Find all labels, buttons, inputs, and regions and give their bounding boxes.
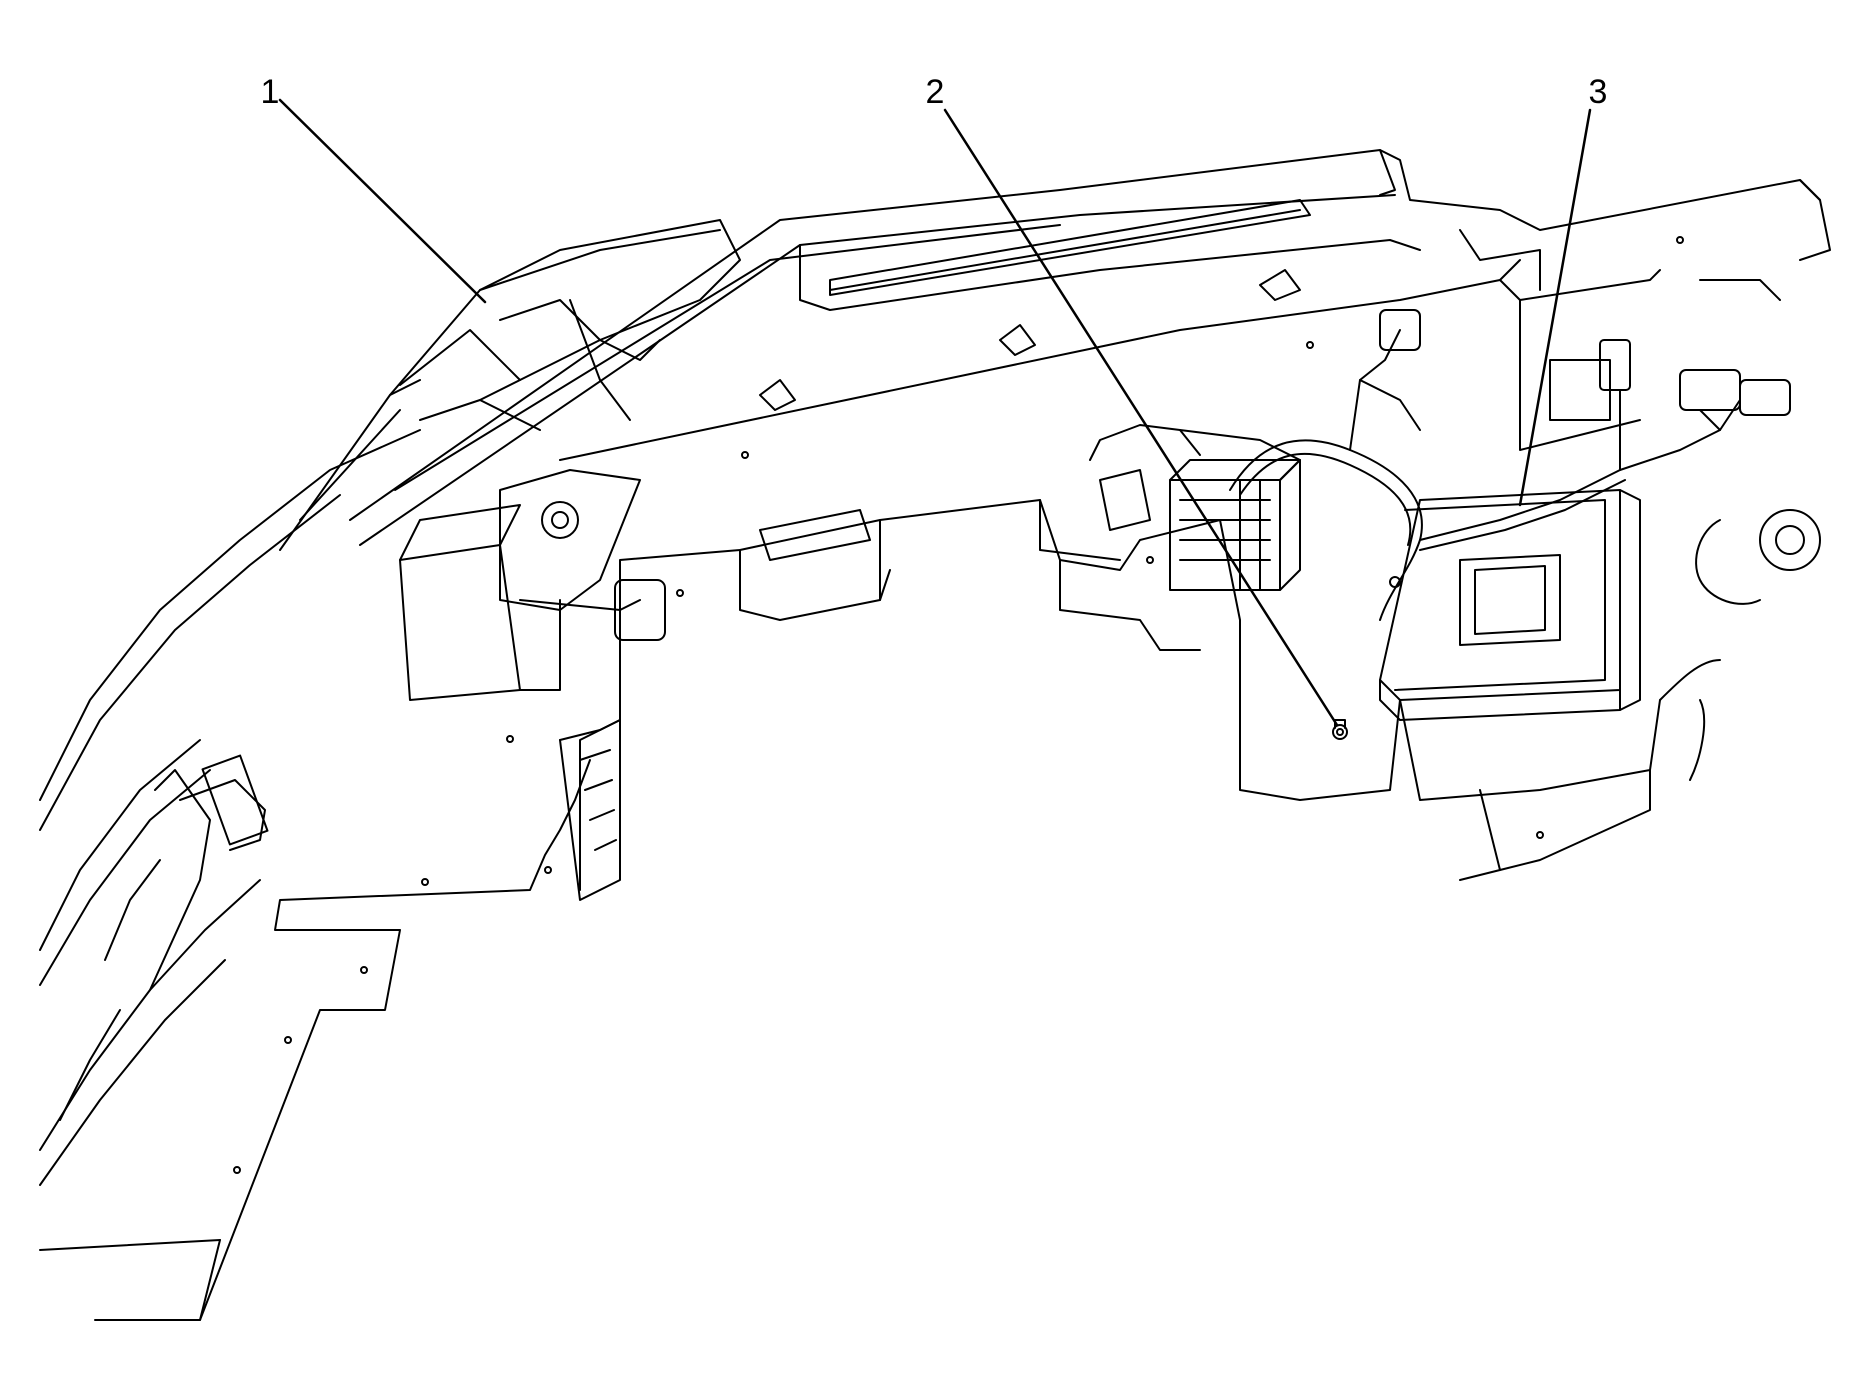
leader-line-1 (280, 100, 485, 302)
callout-label-2: 2 (926, 73, 945, 111)
fastener-bolt (1333, 577, 1400, 739)
fog-lamp-left (400, 470, 665, 700)
wiring-harness (1230, 310, 1790, 620)
energy-absorber (1090, 425, 1300, 590)
grille-mount-center (560, 470, 1400, 900)
leader-line-3 (1520, 110, 1590, 505)
callout-label-1: 1 (261, 73, 280, 111)
electronic-module-box (1380, 490, 1640, 720)
leader-line-2 (945, 110, 1337, 725)
bumper-fascia (40, 430, 620, 1320)
headlamp-left (280, 220, 740, 550)
radiator-support-upper (350, 150, 1830, 545)
fastener-holes (234, 237, 1683, 1173)
right-mount-bracket (1400, 270, 1820, 880)
callout-label-3: 3 (1589, 73, 1608, 111)
leader-lines (280, 100, 1590, 725)
